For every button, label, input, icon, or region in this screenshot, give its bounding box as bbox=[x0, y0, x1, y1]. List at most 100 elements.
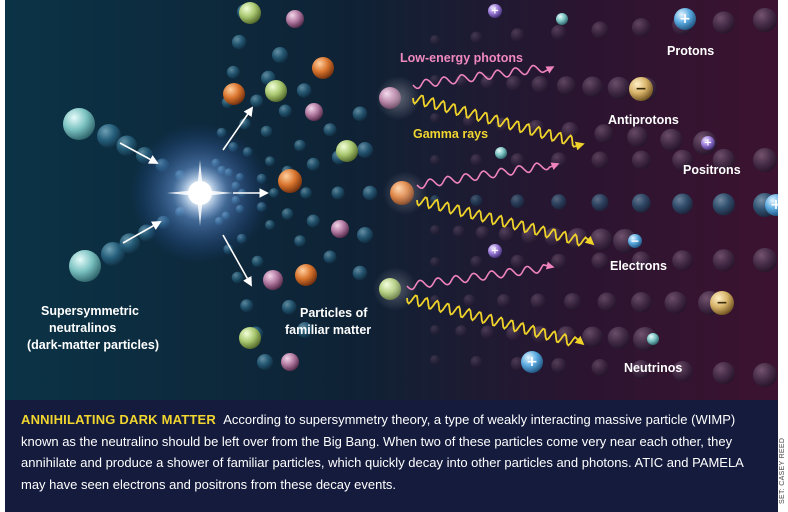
trail-particle bbox=[352, 265, 368, 281]
particle-green bbox=[239, 2, 261, 24]
particle-trails bbox=[97, 4, 777, 387]
particle-green bbox=[265, 80, 287, 102]
proton-sign: + bbox=[526, 354, 538, 370]
antiproton-particle bbox=[629, 77, 653, 101]
trail-particle bbox=[561, 122, 579, 139]
trail-particle bbox=[306, 157, 320, 171]
credit: SET: CASEY REED bbox=[778, 400, 788, 512]
low-energy-photon-wave bbox=[406, 261, 555, 291]
arrow-neutralino-top bbox=[119, 142, 159, 164]
antiproton-sign: − bbox=[635, 81, 647, 97]
trail-particle bbox=[260, 125, 273, 138]
positron-sign: + bbox=[491, 246, 499, 257]
trail-particle bbox=[591, 359, 609, 376]
trail-particle bbox=[712, 11, 735, 34]
antiproton-particle bbox=[710, 291, 734, 315]
trail-particle bbox=[119, 233, 141, 254]
trail-particle bbox=[455, 325, 468, 337]
caption-title: ANNIHILATING DARK MATTER bbox=[21, 412, 216, 427]
neutrino-particle bbox=[495, 147, 507, 159]
illustration: + + − + + − + − + bbox=[5, 0, 778, 400]
trail-particle bbox=[556, 76, 576, 95]
arrow-neutralino-bottom bbox=[122, 221, 162, 244]
trail-particle bbox=[510, 153, 525, 167]
positron-particle bbox=[488, 244, 502, 258]
particle-mauve bbox=[286, 10, 304, 28]
trail-particle bbox=[591, 151, 609, 169]
trail-particle bbox=[672, 250, 693, 271]
particle-orange bbox=[223, 83, 245, 105]
emission-glow bbox=[373, 267, 417, 311]
trail-particle bbox=[300, 187, 312, 199]
positron-sign: + bbox=[491, 6, 499, 17]
trail-particle bbox=[664, 291, 687, 314]
illustration-svg: + + − + + − + − + bbox=[5, 0, 778, 400]
trail-particle bbox=[627, 126, 648, 148]
trail-particle bbox=[672, 193, 693, 215]
neutralino-top bbox=[63, 108, 95, 140]
trail-particle bbox=[430, 35, 440, 45]
trail-particle bbox=[497, 294, 511, 308]
trail-particle bbox=[672, 361, 693, 382]
particle-mauve bbox=[331, 220, 349, 238]
trail-particle bbox=[430, 113, 440, 123]
trail-particle bbox=[530, 293, 546, 309]
trail-particle bbox=[564, 293, 581, 310]
particle-orange bbox=[295, 264, 317, 286]
trail-particle bbox=[582, 326, 603, 348]
trail-particle bbox=[470, 255, 483, 268]
trail-particle bbox=[430, 155, 440, 165]
label-antiprotons: Antiprotons bbox=[608, 113, 679, 127]
trail-particle bbox=[470, 154, 483, 166]
trail-particle bbox=[591, 194, 609, 211]
particle-orange bbox=[312, 57, 334, 79]
label-protons: Protons bbox=[667, 44, 714, 58]
trail-particle bbox=[631, 150, 651, 170]
low-energy-photon-wave bbox=[412, 64, 555, 90]
trail-particle bbox=[590, 228, 613, 251]
trail-particle bbox=[597, 292, 617, 312]
trail-particle bbox=[331, 186, 345, 200]
particle-mauve bbox=[263, 270, 283, 290]
trail-particle bbox=[712, 193, 735, 216]
electron-sign: − bbox=[630, 235, 639, 248]
trail-particle bbox=[510, 357, 525, 371]
emission-glow bbox=[376, 76, 420, 120]
particle-green bbox=[336, 140, 358, 162]
trail-particle bbox=[607, 76, 630, 99]
proton-particle bbox=[521, 351, 543, 373]
trail-particle bbox=[591, 21, 609, 39]
trail-particle bbox=[631, 18, 651, 37]
trail-particle bbox=[306, 214, 320, 228]
trail-particle bbox=[470, 31, 483, 44]
trail-particle bbox=[551, 253, 567, 269]
trail-particle bbox=[544, 227, 564, 247]
positron-particle bbox=[701, 136, 715, 150]
trail-particle bbox=[470, 194, 483, 207]
particle-mauve bbox=[305, 103, 323, 121]
proton-particle bbox=[765, 194, 778, 216]
trail-particle bbox=[250, 94, 264, 108]
particle-mauve bbox=[281, 353, 299, 371]
trail-particle bbox=[712, 249, 735, 272]
trail-particle bbox=[753, 363, 777, 387]
trail-particle bbox=[251, 255, 264, 268]
trail-particle bbox=[297, 322, 313, 338]
trail-particle bbox=[470, 356, 483, 368]
label-neutralinos-2: neutralinos bbox=[49, 321, 116, 335]
trail-particle bbox=[672, 149, 693, 171]
trail-particle bbox=[591, 252, 609, 270]
trail-particle bbox=[352, 106, 368, 122]
label-neutrinos: Neutrinos bbox=[624, 361, 682, 375]
proton-particle bbox=[674, 8, 696, 30]
trail-particle bbox=[281, 299, 297, 315]
trail-particle bbox=[712, 148, 735, 172]
trail-particle bbox=[631, 193, 651, 213]
trail-particle bbox=[272, 47, 288, 63]
trail-particle bbox=[430, 225, 440, 235]
trail-particle bbox=[551, 194, 567, 210]
trail-particle bbox=[257, 354, 273, 370]
trail-particle bbox=[281, 208, 294, 220]
trail-particle bbox=[231, 34, 247, 50]
